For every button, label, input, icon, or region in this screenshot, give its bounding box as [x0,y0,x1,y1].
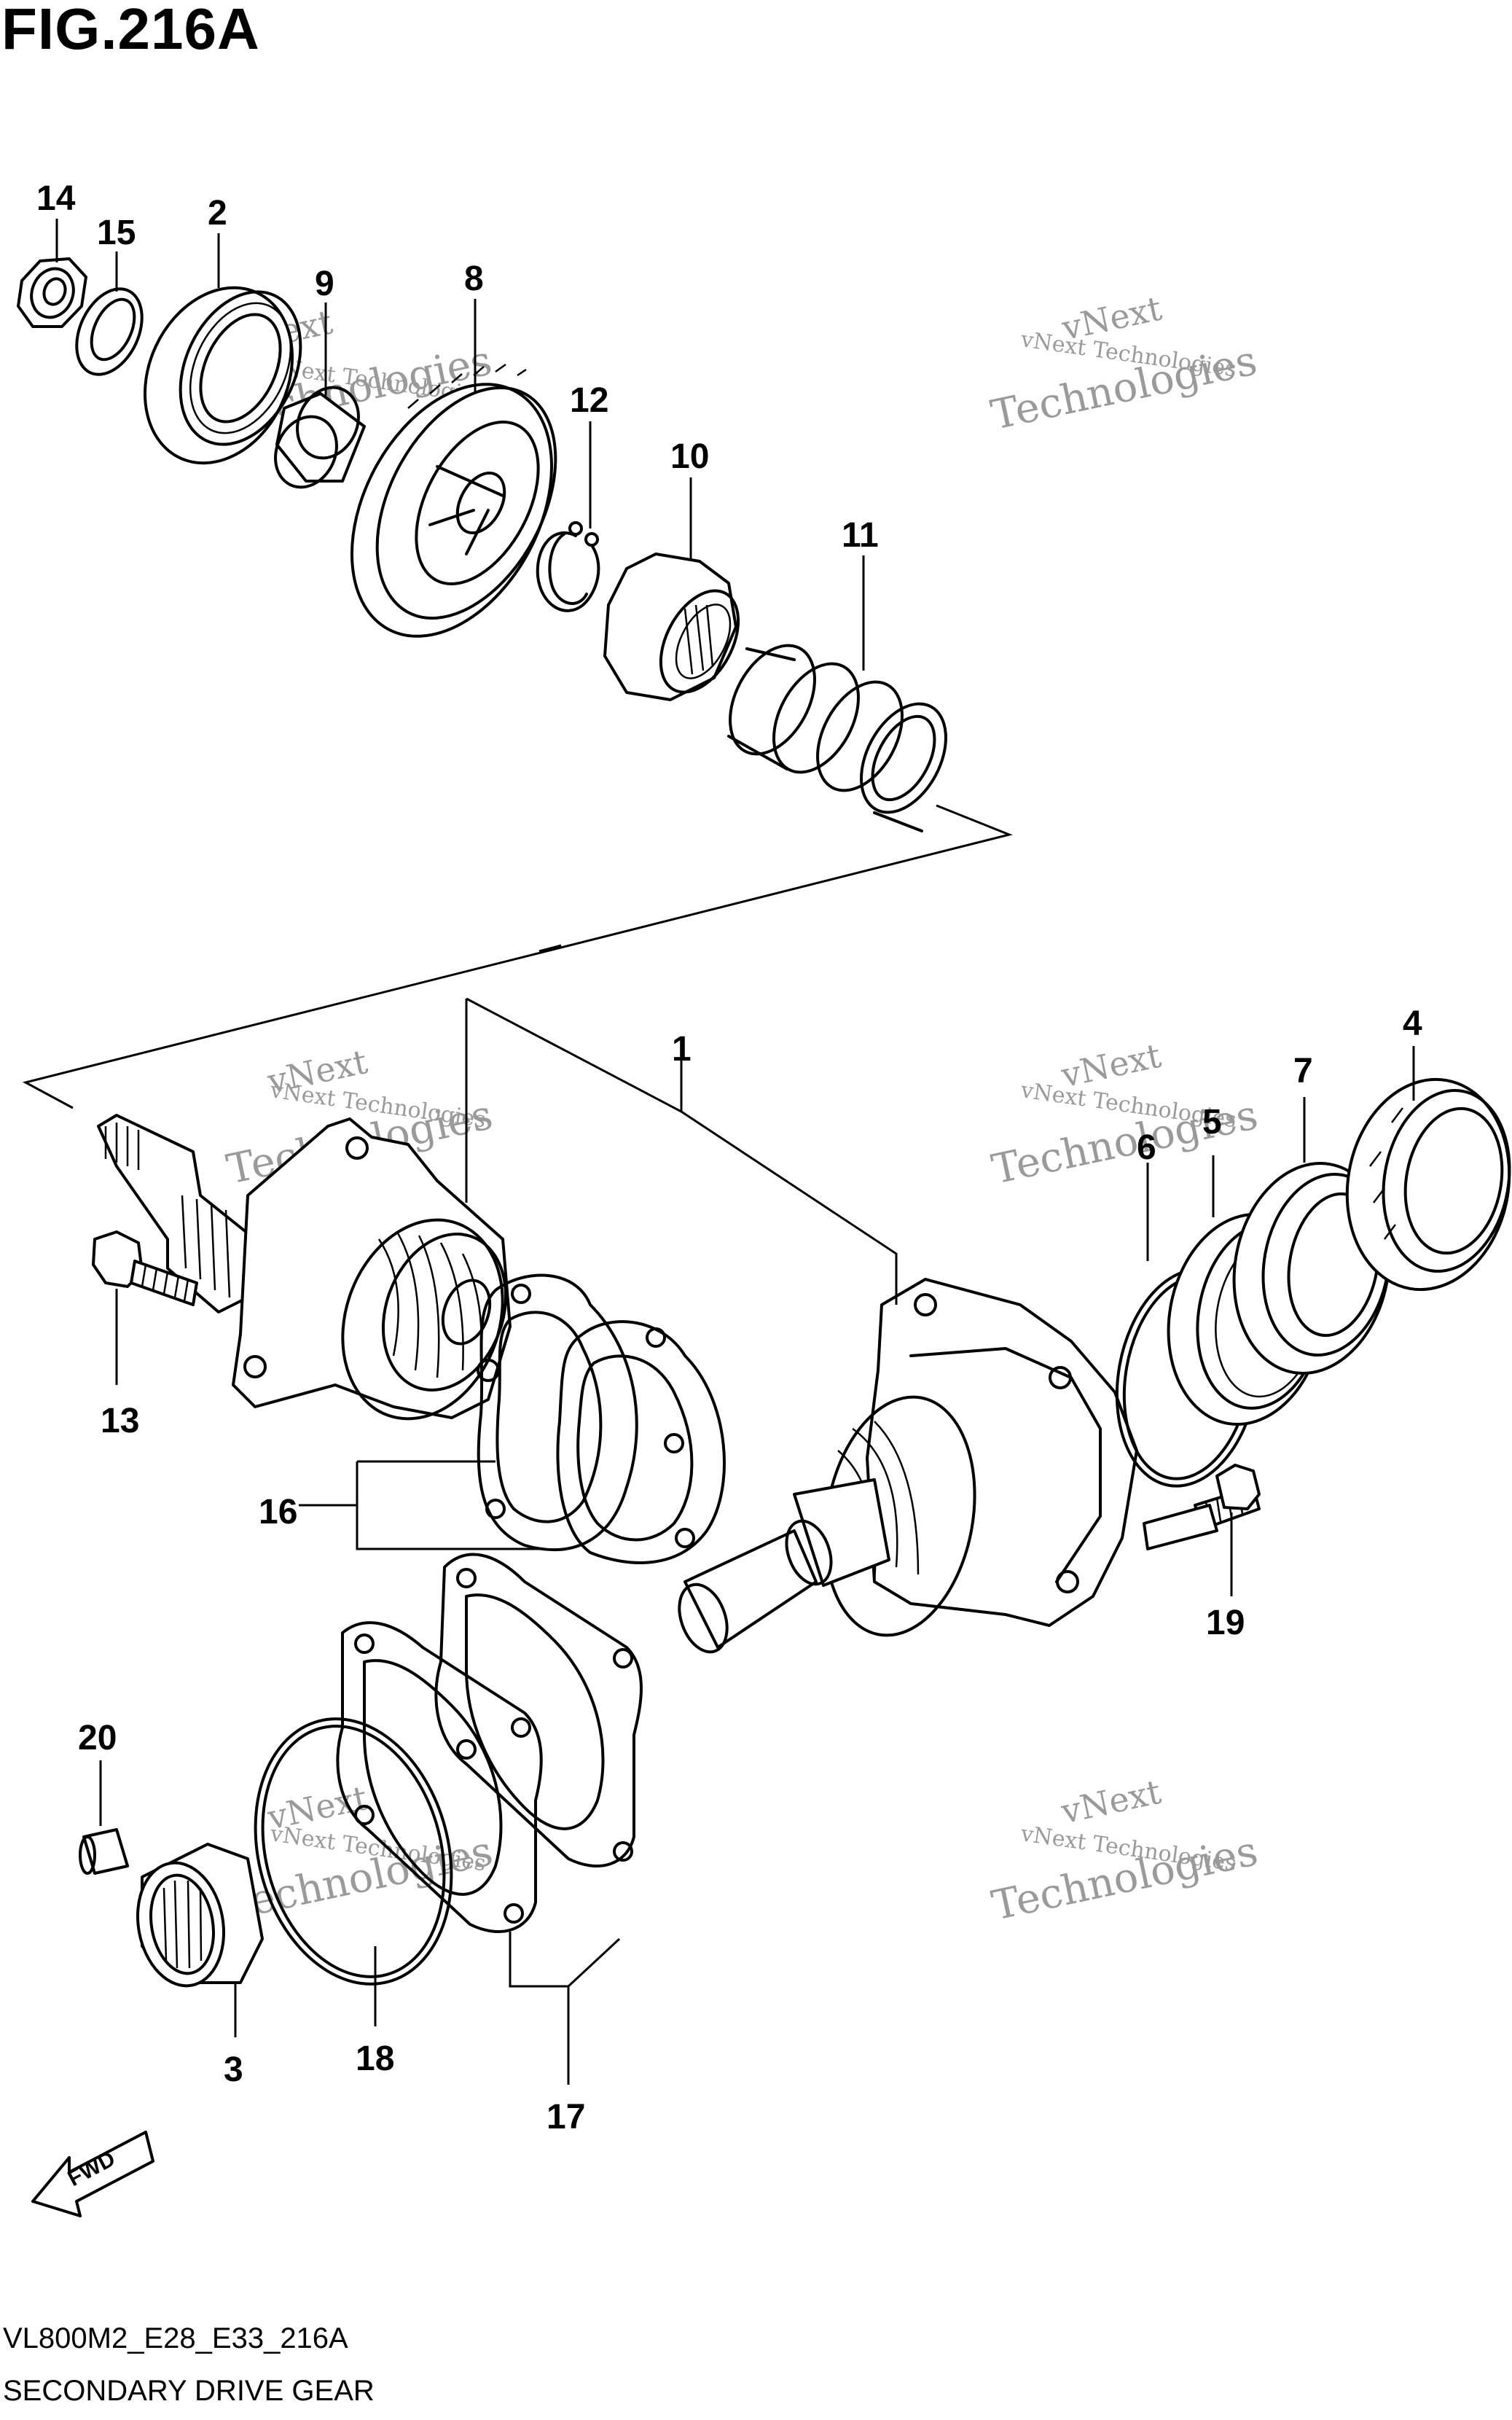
callout-9: 9 [315,265,334,303]
part-1-drive-shaft-gear [97,1114,512,1421]
callout-6: 6 [1137,1128,1156,1167]
part-17-gasket [336,1553,643,1933]
part-1-pinion-housing [678,1278,1138,1654]
callout-4: 4 [1403,1004,1422,1043]
callout-1: 1 [672,1030,692,1069]
callout-16: 16 [259,1493,297,1531]
part-13-bolt [92,1230,198,1306]
callout-11: 11 [842,516,879,555]
part-20-dowel-pin [79,1828,129,1875]
callout-3: 3 [224,2050,243,2089]
part-4-lock-nut [1345,1077,1511,1292]
svg-text:vNext: vNext [1057,1772,1165,1832]
callout-5: 5 [1202,1103,1222,1141]
part-9-spacer [274,386,366,489]
part-15-washer [75,287,144,376]
callout-13: 13 [101,1402,139,1440]
callout-18: 18 [356,2040,394,2078]
callout-8: 8 [464,259,484,298]
part-19-bolt-shank [1143,1504,1218,1550]
part-8-secondary-driven-gear [350,363,557,638]
bracket-tick [538,944,562,953]
assembly-bracket-line [22,804,1013,1109]
callout-14: 14 [36,179,76,218]
part-16-gasket [477,1273,726,1564]
part-11-spring [727,644,947,832]
model-code: VL800M2_E28_E33_216A [3,2322,348,2354]
part-10-cam [603,553,740,701]
figure-caption: SECONDARY DRIVE GEAR [3,2375,375,2407]
callout-19: 19 [1206,1604,1245,1642]
callout-10: 10 [670,437,709,476]
leader-16 [299,1460,539,1550]
fwd-arrow-icon: FWD [31,2131,154,2217]
leader-17 [509,1932,621,2085]
part-18-o-ring [254,1717,453,1986]
callout-17: 17 [547,2098,585,2136]
part-14-nut [17,257,87,328]
callout-12: 12 [570,381,608,420]
callout-20: 20 [78,1719,117,1757]
part-12-circlip [536,521,600,612]
callout-15: 15 [97,214,136,252]
callout-2: 2 [208,194,227,233]
figure-title: FIG.216A [1,0,260,61]
part-3-needle-bearing [136,1843,264,1988]
leader-1 [465,997,898,1305]
part-2-ball-bearing [143,286,302,465]
callout-7: 7 [1293,1052,1313,1090]
